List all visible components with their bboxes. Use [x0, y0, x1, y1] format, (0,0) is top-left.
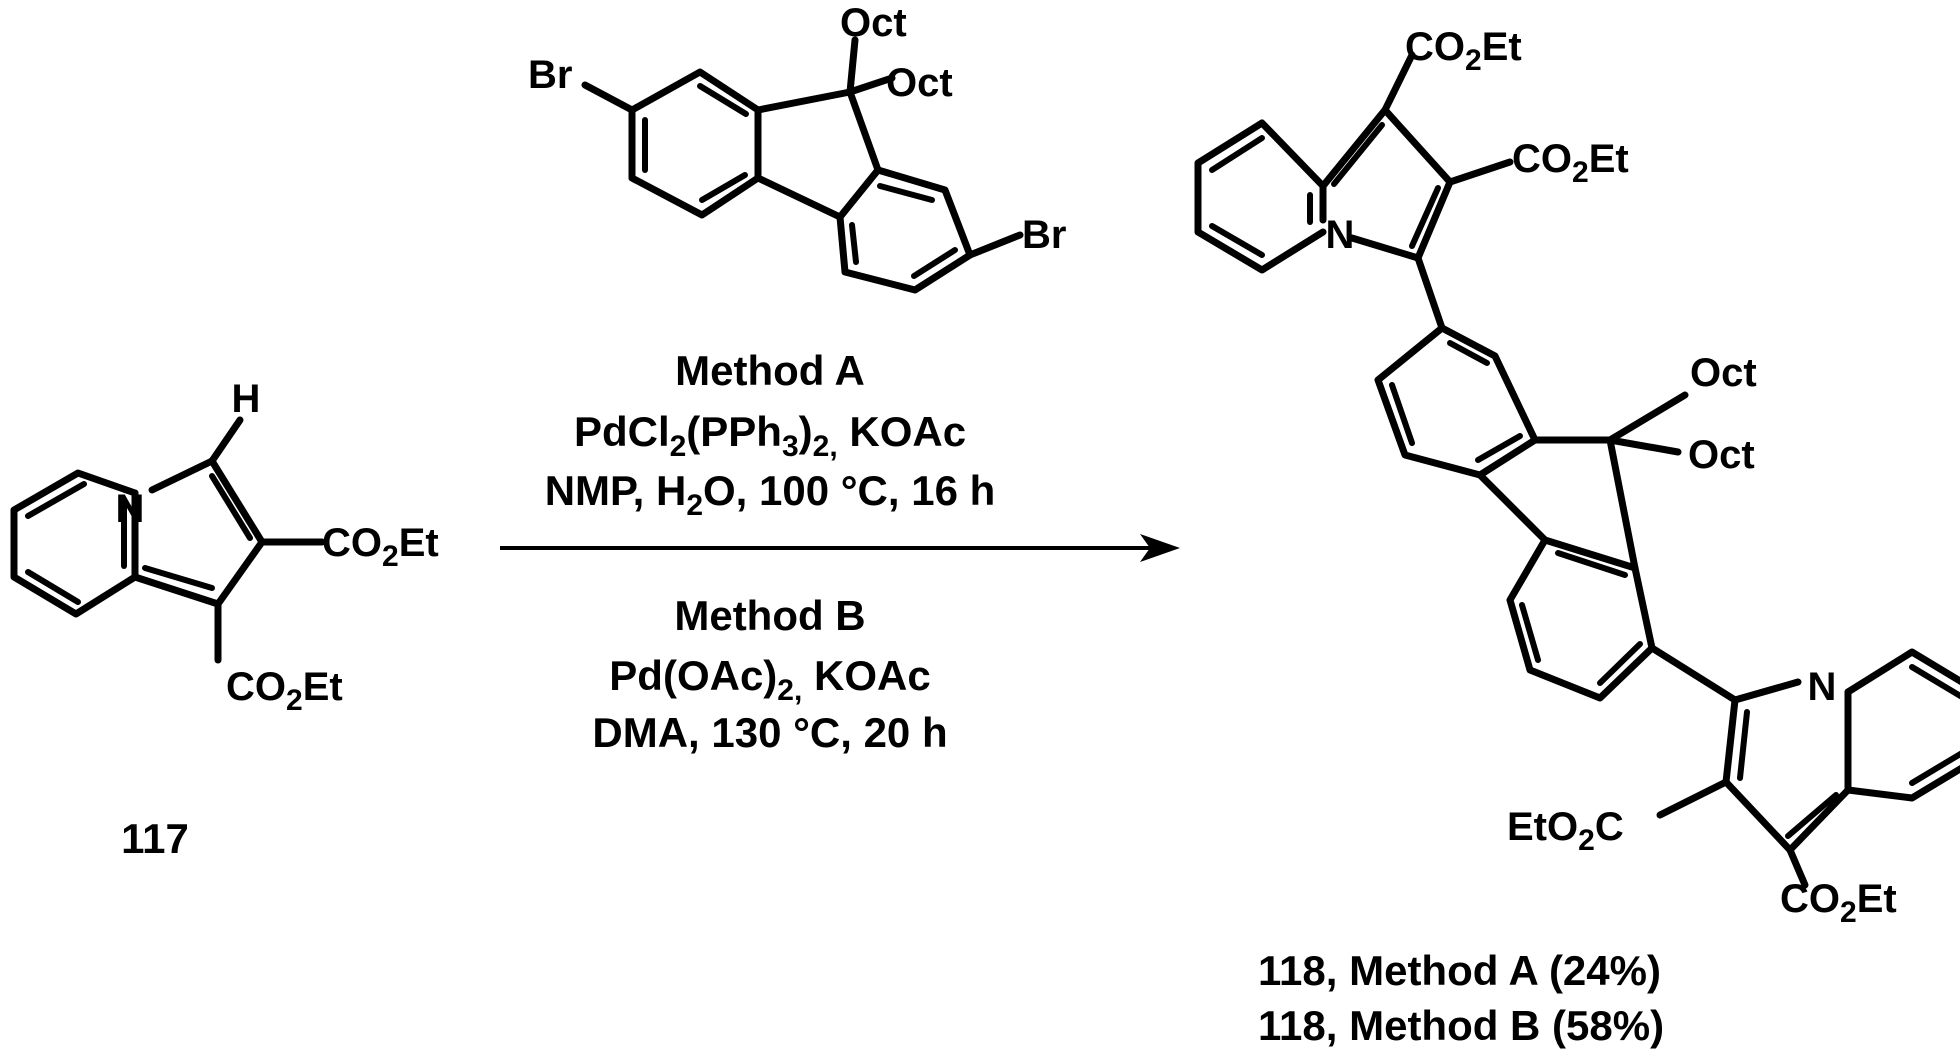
method-b-solvent: DMA, 130 °C, 20 h: [592, 709, 947, 756]
product-ester-2: CO2Et: [1512, 137, 1629, 189]
reactant-117-structure: [10, 416, 326, 664]
method-a-solvent: NMP, H2O, 100 °C, 16 h: [545, 467, 996, 522]
reaction-arrow: [500, 534, 1180, 562]
fluorene-oct-1: Oct: [840, 1, 907, 45]
reactant-compound-number: 117: [121, 815, 189, 862]
reactant-h-label: H: [232, 377, 261, 421]
fluorene-reagent-structure: [581, 36, 1024, 294]
method-a-title: Method A: [675, 347, 865, 394]
product-n-top: N: [1326, 213, 1355, 257]
fluorene-oct-2: Oct: [886, 61, 953, 105]
method-a-catalyst: PdCl2(PPh3)2, KOAc: [574, 408, 966, 463]
product-yield-method-b: 118, Method B (58%): [1258, 1002, 1664, 1049]
method-b-title: Method B: [674, 592, 865, 639]
reactant-ester-bottom: CO2Et: [226, 665, 343, 717]
product-ester-1: CO2Et: [1405, 25, 1522, 77]
product-oct-2: Oct: [1688, 433, 1755, 477]
product-n-bottom: N: [1808, 665, 1837, 709]
fluorene-br-right: Br: [1022, 213, 1066, 257]
product-yield-method-a: 118, Method A (24%): [1258, 947, 1661, 994]
reactant-ester-top: CO2Et: [322, 521, 439, 573]
reactant-n-label: N: [116, 487, 145, 531]
fluorene-br-left: Br: [528, 53, 572, 97]
method-b-catalyst: Pd(OAc)2, KOAc: [609, 652, 930, 707]
product-oct-1: Oct: [1690, 351, 1757, 395]
product-ester-3: EtO2C: [1507, 805, 1624, 857]
product-118-structure: [1194, 51, 1960, 889]
product-ester-4: CO2Et: [1780, 877, 1897, 929]
